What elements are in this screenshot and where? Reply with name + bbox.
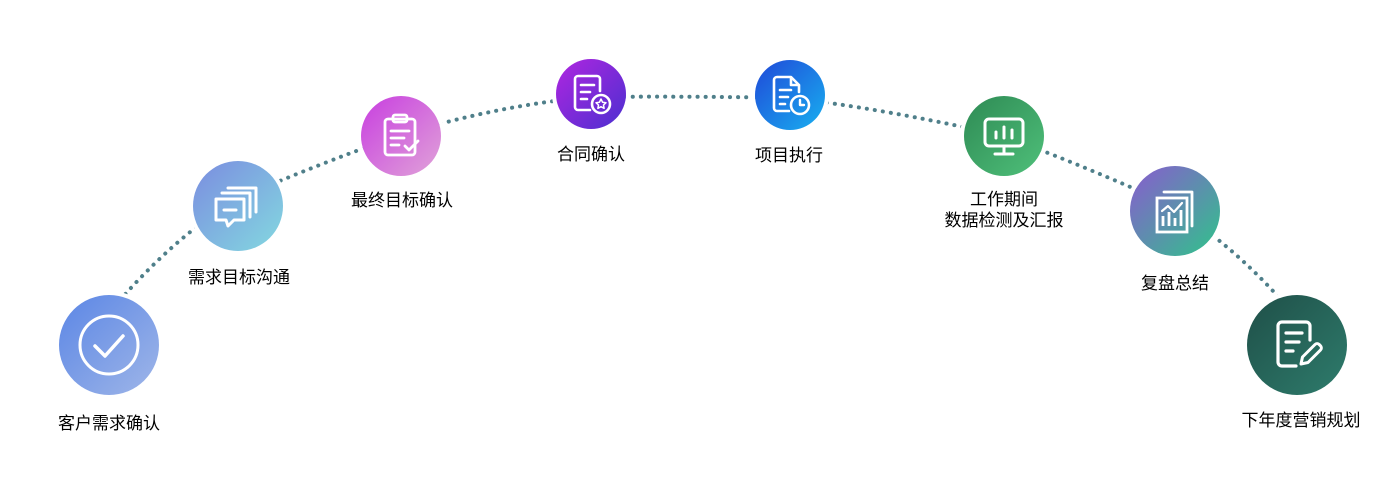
step-2-label: 需求目标沟通 — [188, 268, 290, 288]
step-4-label: 合同确认 — [557, 145, 625, 165]
chat-bubbles-icon — [214, 186, 258, 228]
check-circle-icon — [78, 314, 140, 376]
step-1-node — [59, 295, 159, 395]
clipboard-check-icon — [383, 113, 420, 157]
step-7-node — [1130, 166, 1220, 256]
step-1-label: 客户需求确认 — [58, 414, 160, 434]
step-4-node — [556, 59, 626, 129]
document-clock-icon — [772, 75, 811, 116]
step-8-label: 下年度营销规划 — [1241, 411, 1361, 431]
step-8-node — [1247, 295, 1347, 395]
step-6-label-line-2: 数据检测及汇报 — [944, 211, 1064, 231]
step-3-node — [361, 96, 441, 176]
step-7-label: 复盘总结 — [1141, 274, 1209, 294]
step-2-node — [193, 161, 283, 251]
step-6-node — [964, 96, 1044, 176]
monitor-chart-icon — [983, 117, 1025, 156]
document-badge-icon — [573, 74, 612, 115]
step-5-node — [755, 60, 825, 130]
step-6-label: 工作期间 数据检测及汇报 — [920, 190, 1088, 232]
step-6-label-line-1: 工作期间 — [970, 190, 1038, 210]
document-edit-icon — [1276, 320, 1323, 368]
step-3-label: 最终目标确认 — [351, 191, 453, 211]
report-chart-icon — [1155, 190, 1194, 234]
step-5-label: 项目执行 — [755, 146, 823, 166]
